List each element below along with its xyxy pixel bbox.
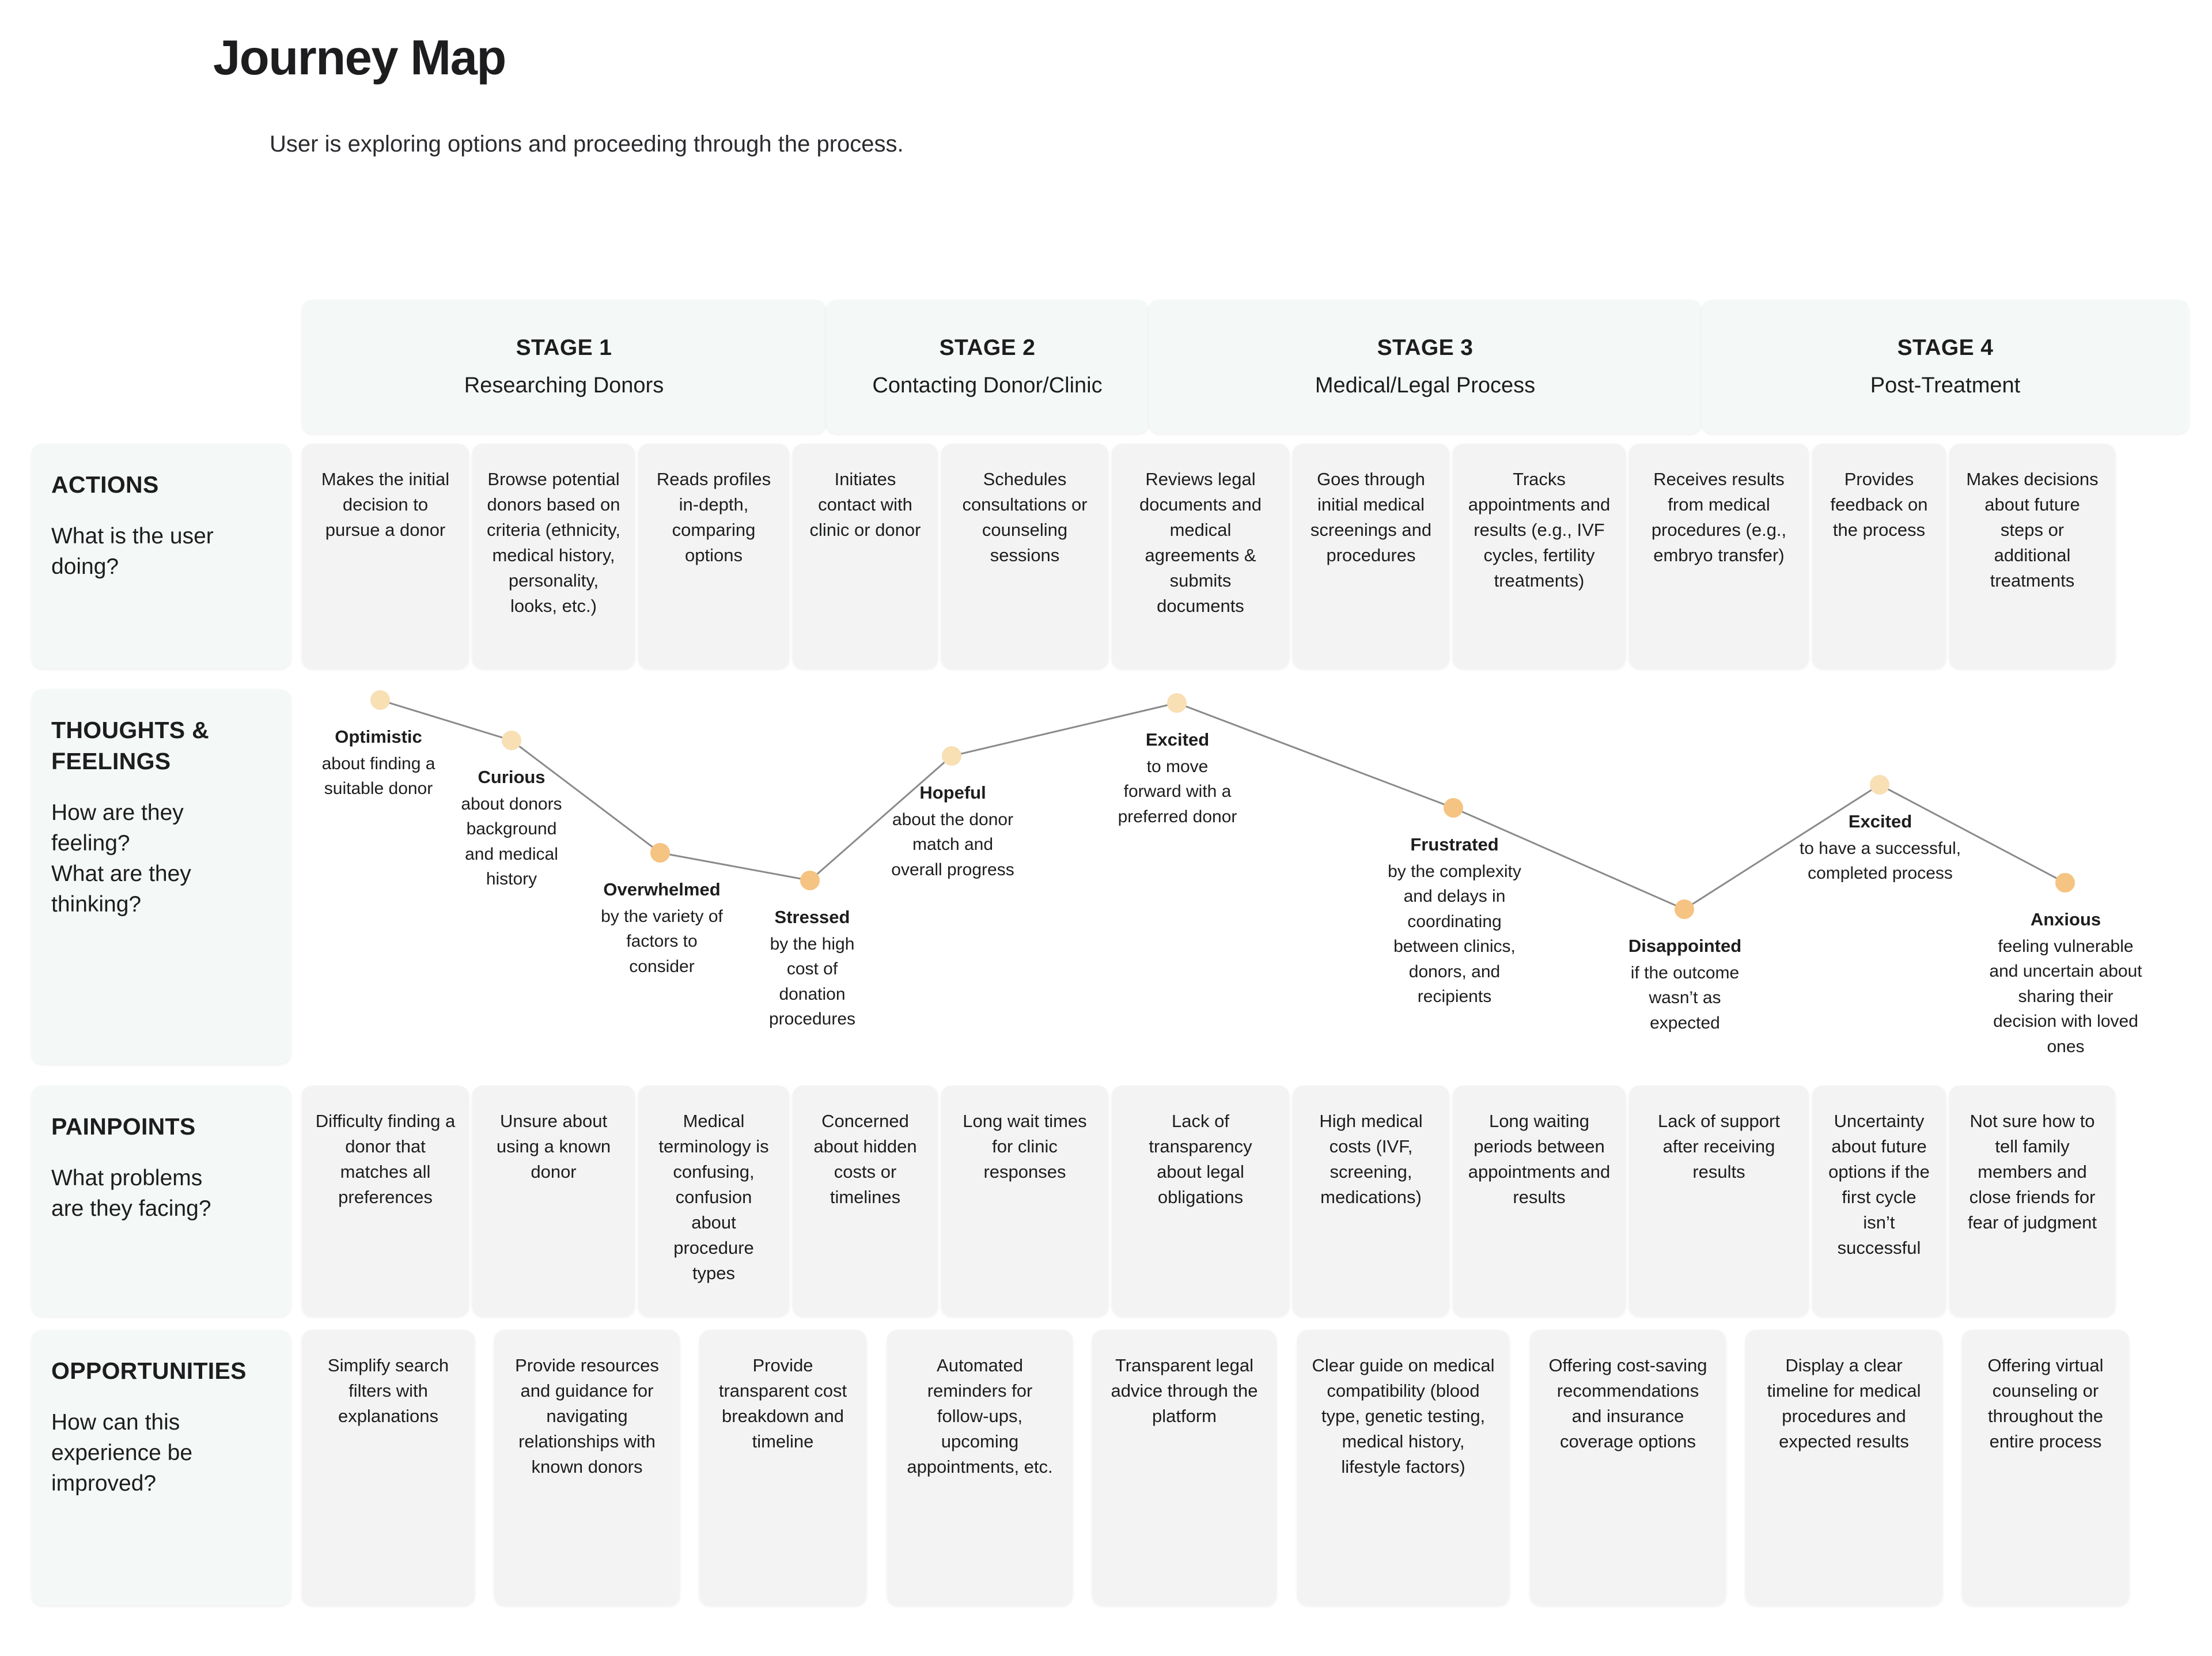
- row-label-painpoints: PAINPOINTS What problems are they facing?: [32, 1086, 291, 1316]
- action-card-text: Tracks appointments and results (e.g., I…: [1468, 469, 1611, 591]
- painpoint-card-text: Difficulty finding a donor that matches …: [315, 1111, 456, 1208]
- painpoint-card[interactable]: Medical terminology is confusing, confus…: [638, 1086, 789, 1316]
- painpoint-card[interactable]: Unsure about using a known donor: [472, 1086, 635, 1316]
- action-card-text: Makes the initial decision to pursue a d…: [321, 469, 450, 540]
- action-card[interactable]: Browse potential donors based on criteri…: [472, 444, 635, 668]
- row-label-thoughts: THOUGHTS & FEELINGS How are they feeling?…: [32, 689, 291, 1064]
- opportunity-card[interactable]: Transparent legal advice through the pla…: [1092, 1330, 1277, 1605]
- opportunity-card[interactable]: Automated reminders for follow-ups, upco…: [887, 1330, 1073, 1605]
- action-card[interactable]: Goes through initial medical screenings …: [1293, 444, 1449, 668]
- action-card[interactable]: Tracks appointments and results (e.g., I…: [1453, 444, 1626, 668]
- action-card[interactable]: Provides feedback on the process: [1812, 444, 1946, 668]
- opportunity-card[interactable]: Simplify search filters with explanation…: [302, 1330, 475, 1605]
- stage-name: Contacting Donor/Clinic: [872, 373, 1103, 398]
- stage-header-1[interactable]: STAGE 1 Researching Donors: [302, 300, 826, 433]
- row-label-question-thoughts: How are they feeling? What are they thin…: [51, 800, 191, 917]
- painpoint-card[interactable]: Long wait times for clinic responses: [941, 1086, 1108, 1316]
- opportunity-card-text: Display a clear timeline for medical pro…: [1767, 1355, 1921, 1452]
- stage-name: Researching Donors: [464, 373, 664, 398]
- painpoint-card[interactable]: Lack of transparency about legal obligat…: [1112, 1086, 1289, 1316]
- action-card-text: Makes decisions about future steps or ad…: [1966, 469, 2099, 591]
- painpoint-card[interactable]: Lack of support after receiving results: [1629, 1086, 1809, 1316]
- stage-number: STAGE 3: [1377, 335, 1474, 360]
- painpoint-card-text: Lack of transparency about legal obligat…: [1149, 1111, 1252, 1208]
- action-card-text: Reviews legal documents and medical agre…: [1139, 469, 1262, 617]
- opportunity-card[interactable]: Offering virtual counseling or throughou…: [1962, 1330, 2129, 1605]
- action-card[interactable]: Reviews legal documents and medical agre…: [1112, 444, 1289, 668]
- row-label-opportunities: OPPORTUNITIES How can this experience be …: [32, 1330, 291, 1605]
- painpoint-card-text: High medical costs (IVF, screening, medi…: [1319, 1111, 1423, 1208]
- painpoint-card[interactable]: Difficulty finding a donor that matches …: [302, 1086, 469, 1316]
- action-card[interactable]: Schedules consultations or counseling se…: [941, 444, 1108, 668]
- row-label-question-actions: What is the user doing?: [51, 524, 214, 580]
- action-card-text: Goes through initial medical screenings …: [1310, 469, 1432, 566]
- opportunity-card-text: Transparent legal advice through the pla…: [1111, 1355, 1258, 1427]
- opportunity-card-text: Clear guide on medical compatibility (bl…: [1312, 1355, 1495, 1477]
- action-card[interactable]: Reads profiles in-depth, comparing optio…: [638, 444, 789, 668]
- opportunity-card-text: Offering cost-saving recommendations and…: [1548, 1355, 1707, 1452]
- opportunity-card-text: Automated reminders for follow-ups, upco…: [907, 1355, 1053, 1477]
- stage-header-4[interactable]: STAGE 4 Post-Treatment: [1702, 300, 2189, 433]
- stage-name: Post-Treatment: [1870, 373, 2021, 398]
- opportunity-card-text: Provide transparent cost breakdown and t…: [718, 1355, 847, 1452]
- action-card-text: Initiates contact with clinic or donor: [809, 469, 921, 540]
- stage-name: Medical/Legal Process: [1315, 373, 1536, 398]
- opportunity-card[interactable]: Provide transparent cost breakdown and t…: [699, 1330, 866, 1605]
- row-label-title-opportunities: OPPORTUNITIES: [51, 1358, 247, 1384]
- row-label-title-painpoints: PAINPOINTS: [51, 1113, 196, 1140]
- stage-number: STAGE 2: [939, 335, 1036, 360]
- painpoint-card[interactable]: Uncertainty about future options if the …: [1812, 1086, 1946, 1316]
- opportunity-card-text: Simplify search filters with explanation…: [327, 1355, 449, 1427]
- painpoint-card[interactable]: Concerned about hidden costs or timeline…: [793, 1086, 938, 1316]
- row-label-title-thoughts: THOUGHTS & FEELINGS: [51, 717, 210, 775]
- action-card-text: Reads profiles in-depth, comparing optio…: [656, 469, 771, 566]
- painpoint-card-text: Concerned about hidden costs or timeline…: [813, 1111, 917, 1208]
- opportunity-card-text: Offering virtual counseling or throughou…: [1987, 1355, 2104, 1452]
- row-label-question-painpoints: What problems are they facing?: [51, 1166, 211, 1222]
- page-subtitle: User is exploring options and proceeding…: [270, 131, 904, 157]
- stage-number: STAGE 1: [516, 335, 612, 360]
- action-card[interactable]: Makes the initial decision to pursue a d…: [302, 444, 469, 668]
- action-card[interactable]: Makes decisions about future steps or ad…: [1949, 444, 2115, 668]
- opportunity-card[interactable]: Provide resources and guidance for navig…: [494, 1330, 680, 1605]
- row-label-actions: ACTIONS What is the user doing?: [32, 444, 291, 668]
- painpoint-card[interactable]: Long waiting periods between appointment…: [1453, 1086, 1626, 1316]
- opportunity-card-text: Provide resources and guidance for navig…: [515, 1355, 659, 1477]
- opportunity-card[interactable]: Clear guide on medical compatibility (bl…: [1297, 1330, 1509, 1605]
- painpoint-card-text: Medical terminology is confusing, confus…: [658, 1111, 769, 1284]
- painpoint-card-text: Lack of support after receiving results: [1658, 1111, 1780, 1182]
- stage-header-3[interactable]: STAGE 3 Medical/Legal Process: [1149, 300, 1702, 433]
- action-card[interactable]: Initiates contact with clinic or donor: [793, 444, 938, 668]
- painpoint-card[interactable]: High medical costs (IVF, screening, medi…: [1293, 1086, 1449, 1316]
- painpoint-card-text: Uncertainty about future options if the …: [1828, 1111, 1930, 1258]
- action-card-text: Receives results from medical procedures…: [1651, 469, 1787, 566]
- action-card[interactable]: Receives results from medical procedures…: [1629, 444, 1809, 668]
- action-card-text: Schedules consultations or counseling se…: [962, 469, 1088, 566]
- opportunity-card[interactable]: Display a clear timeline for medical pro…: [1745, 1330, 1942, 1605]
- painpoint-card[interactable]: Not sure how to tell family members and …: [1949, 1086, 2115, 1316]
- page-title: Journey Map: [213, 31, 506, 85]
- painpoint-card-text: Long wait times for clinic responses: [963, 1111, 1087, 1182]
- opportunity-card[interactable]: Offering cost-saving recommendations and…: [1530, 1330, 1726, 1605]
- stage-number: STAGE 4: [1897, 335, 1994, 360]
- row-label-title-actions: ACTIONS: [51, 471, 159, 498]
- row-label-question-opportunities: How can this experience be improved?: [51, 1410, 193, 1496]
- action-card-text: Provides feedback on the process: [1830, 469, 1928, 540]
- stage-header-2[interactable]: STAGE 2 Contacting Donor/Clinic: [826, 300, 1149, 433]
- action-card-text: Browse potential donors based on criteri…: [487, 469, 620, 617]
- painpoint-card-text: Unsure about using a known donor: [496, 1111, 611, 1182]
- painpoint-card-text: Long waiting periods between appointment…: [1468, 1111, 1611, 1208]
- painpoint-card-text: Not sure how to tell family members and …: [1967, 1111, 2097, 1233]
